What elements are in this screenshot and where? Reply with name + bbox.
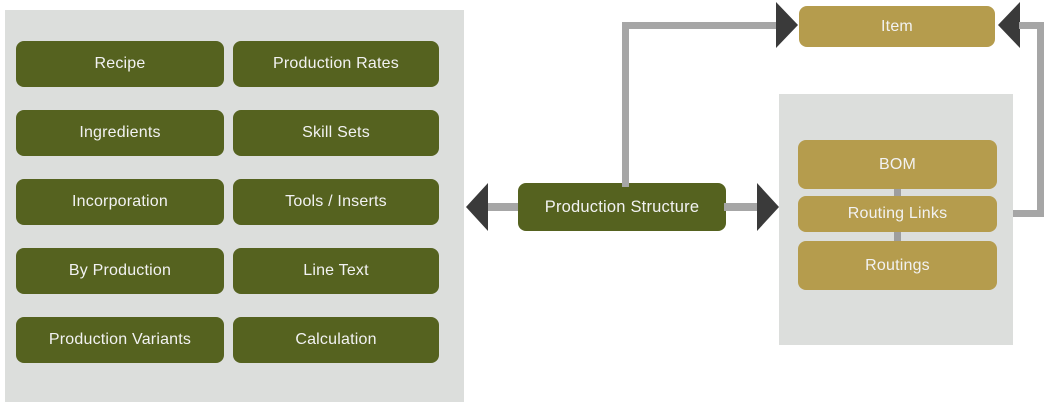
node-label: Tools / Inserts bbox=[285, 193, 387, 211]
node-label: Production Rates bbox=[273, 55, 399, 73]
node-label: Production Structure bbox=[544, 197, 700, 216]
node-label: By Production bbox=[68, 262, 172, 280]
connector-feedback-bottom bbox=[1013, 210, 1044, 217]
node-by-production[interactable]: By Production bbox=[16, 248, 224, 294]
arrow-right-to-item bbox=[776, 2, 798, 48]
connector-feedback-vertical bbox=[1037, 22, 1044, 217]
node-production-structure[interactable]: Production Structure bbox=[518, 183, 726, 231]
connector-bom-routing-links bbox=[894, 186, 901, 199]
connector-up-vertical bbox=[622, 22, 629, 187]
connector-feedback-top bbox=[1019, 22, 1044, 29]
node-incorporation[interactable]: Incorporation bbox=[16, 179, 224, 225]
node-bom[interactable]: BOM bbox=[798, 140, 997, 189]
node-label: Routings bbox=[865, 256, 930, 274]
node-label: Item bbox=[881, 17, 913, 35]
node-label: BOM bbox=[878, 155, 917, 173]
node-label: Production Variants bbox=[48, 331, 192, 349]
node-routings[interactable]: Routings bbox=[798, 241, 997, 290]
connector-right-stub bbox=[724, 203, 758, 211]
node-label: Calculation bbox=[295, 331, 377, 349]
node-item[interactable]: Item bbox=[799, 6, 995, 47]
arrow-left-to-item bbox=[998, 2, 1020, 48]
node-tools-inserts[interactable]: Tools / Inserts bbox=[233, 179, 439, 225]
node-label: Ingredients bbox=[79, 124, 161, 142]
node-line-text[interactable]: Line Text bbox=[233, 248, 439, 294]
node-recipe[interactable]: Recipe bbox=[16, 41, 224, 87]
connector-routing-links-routings bbox=[894, 230, 901, 243]
node-label: Routing Links bbox=[847, 205, 948, 223]
node-label: Recipe bbox=[94, 55, 146, 73]
node-calculation[interactable]: Calculation bbox=[233, 317, 439, 363]
arrow-right-to-bom-panel bbox=[757, 183, 779, 231]
arrow-left-to-group bbox=[466, 183, 488, 231]
node-label: Incorporation bbox=[72, 193, 168, 211]
node-production-rates[interactable]: Production Rates bbox=[233, 41, 439, 87]
node-label: Line Text bbox=[303, 262, 369, 280]
node-production-variants[interactable]: Production Variants bbox=[16, 317, 224, 363]
node-label: Skill Sets bbox=[302, 124, 370, 142]
connector-left-stub bbox=[488, 203, 520, 211]
connector-up-horizontal bbox=[622, 22, 782, 29]
node-ingredients[interactable]: Ingredients bbox=[16, 110, 224, 156]
node-routing-links[interactable]: Routing Links bbox=[798, 196, 997, 232]
node-skill-sets[interactable]: Skill Sets bbox=[233, 110, 439, 156]
